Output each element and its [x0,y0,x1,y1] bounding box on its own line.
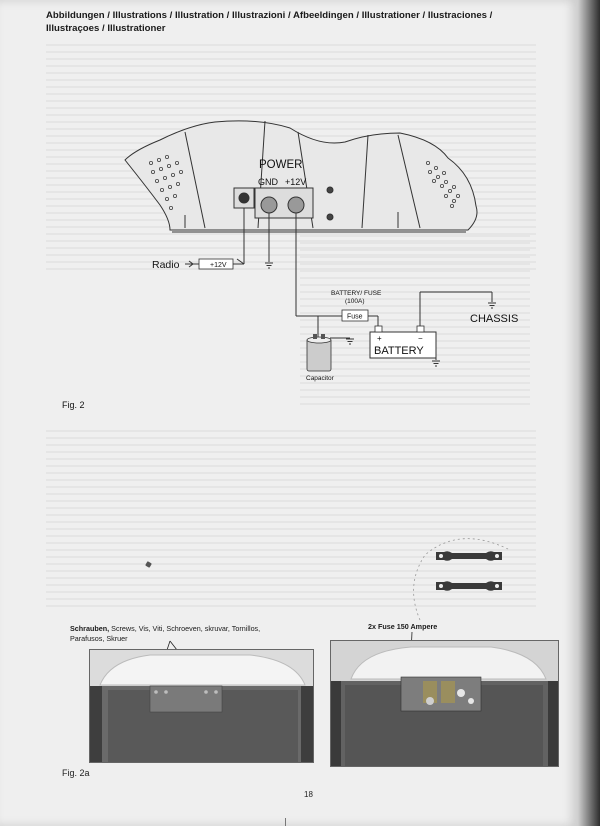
fuse-icon [436,551,502,561]
chassis-label: CHASSIS [470,313,518,325]
right-vent-dots [425,160,460,208]
ground-symbol-icon [488,302,496,309]
radio-remote-box [198,258,234,270]
photo-fuses-image [331,641,558,766]
screws-caption-rest: Screws, Vis, Viti, Schroeven, skruvar, T… [109,624,261,633]
capacitor-label: Capacitor [306,375,335,382]
radio-label: Radio [152,259,180,271]
show-through-text-block [46,430,536,610]
fuse-label: Fuse [347,314,363,321]
fuse-holder [423,681,474,705]
header-line-1: Abbildungen / Illustrations / Illustrati… [46,10,493,21]
fuse-box [341,309,369,322]
page-header: Abbildungen / Illustrations / Illustrati… [46,9,526,35]
capacitor-icon [306,334,332,372]
photo-screws-image [90,650,313,762]
battery-fuse-label: BATTERY/ FUSE [331,290,382,297]
show-through-text-block [300,235,530,405]
fuse-icon [436,581,502,591]
screws-caption-line2: Parafusos, Skruer [70,634,128,643]
page-edge-shadow [578,0,600,826]
fig2-label: Fig. 2 [62,400,85,410]
ground-symbol-icon [265,262,273,269]
fig2a-label: Fig. 2a [62,768,90,778]
screws-caption-bold: Schrauben, [70,624,110,633]
binding-mark [285,818,286,826]
fig2-wiring-diagram: POWER GND +12V +12V [62,120,518,410]
photo-fuses [330,640,559,767]
screw-icon [154,690,218,694]
battery-terminal-plus [374,325,383,333]
radio-arrow-icon [185,260,194,268]
left-vent-dots [148,154,183,210]
battery-label: BATTERY [374,345,424,357]
header-line-2: Illustraçoes / Illustrationer [46,23,166,34]
fuse-caption: 2x Fuse 150 Ampere [368,622,437,632]
battery-plus-sign: + [377,334,382,343]
manual-page: Abbildungen / Illustrations / Illustrati… [0,0,578,826]
fuse-rating-label: (100A) [345,298,365,305]
radio-remote-label: +12V [210,262,227,269]
battery-box [369,331,437,359]
fuse-detail-illustration [413,538,511,621]
amplifier-housing [124,120,478,233]
battery-terminal-minus [416,325,425,333]
screws-caption: Schrauben, Screws, Vis, Viti, Schroeven,… [70,624,310,644]
plus12v-terminal-label: +12V [285,177,306,187]
power-label: POWER [259,159,302,171]
wiring [185,208,493,360]
ground-symbol-icon [432,360,440,367]
photo-screws [89,649,314,763]
gnd-label: GND [258,177,279,187]
ground-symbol-icon [346,338,354,345]
fuse-caption-text: 2x Fuse 150 Ampere [368,622,438,631]
page-number: 18 [304,790,313,799]
battery-minus-sign: − [418,334,423,343]
